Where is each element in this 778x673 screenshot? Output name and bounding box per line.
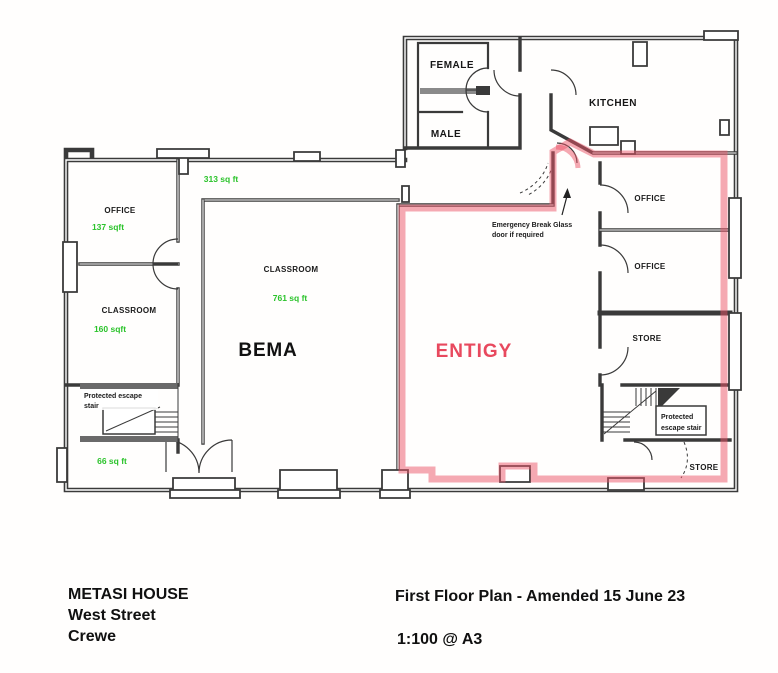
room-label-male: MALE bbox=[431, 129, 461, 140]
stair-right-treads bbox=[602, 388, 657, 435]
stair-left-label-line1: Protected escape bbox=[84, 393, 142, 400]
stair-left-label-line2: stair bbox=[84, 403, 99, 410]
stair-left-direction-line bbox=[105, 406, 161, 432]
door-arcs bbox=[152, 67, 653, 474]
stair-left-label-bg bbox=[82, 389, 158, 410]
room-label-kitchen: KITCHEN bbox=[589, 98, 637, 109]
room-label-store-right: STORE bbox=[633, 334, 662, 343]
stair-right-label-line2: escape stair bbox=[661, 425, 702, 432]
room-label-classroom-main: CLASSROOM bbox=[264, 265, 319, 274]
room-label-office-right-upper: OFFICE bbox=[634, 194, 665, 203]
title-drawing-title: First Floor Plan - Amended 15 June 23 bbox=[395, 588, 685, 605]
room-label-store-bottom-right: STORE bbox=[690, 463, 719, 472]
toilet-partition-walls bbox=[416, 41, 490, 150]
title-building-name: METASI HOUSE bbox=[68, 586, 189, 603]
area-label-classroom-left: 160 sqft bbox=[94, 324, 126, 334]
emergency-door-arrow bbox=[561, 188, 571, 216]
room-label-office-right-lower: OFFICE bbox=[634, 262, 665, 271]
title-block: METASI HOUSE West Street Crewe First Flo… bbox=[68, 586, 685, 648]
emergency-door-note-line2: door if required bbox=[492, 232, 544, 239]
room-label-classroom-left: CLASSROOM bbox=[102, 306, 157, 315]
area-label-office-left: 137 sqft bbox=[92, 222, 124, 232]
title-scale: 1:100 @ A3 bbox=[397, 631, 482, 648]
area-label-corridor: 313 sq ft bbox=[204, 174, 239, 184]
arrow-shaft bbox=[561, 195, 568, 216]
room-label-female: FEMALE bbox=[430, 60, 474, 71]
stair-right-label-box bbox=[655, 405, 707, 436]
stair-left: Protected escape stair bbox=[80, 383, 179, 442]
title-address-line3: Crewe bbox=[68, 628, 116, 645]
stair-right: Protected escape stair bbox=[602, 388, 707, 436]
door-swings bbox=[152, 67, 688, 479]
emergency-door-note-line1: Emergency Break Glass bbox=[492, 222, 572, 229]
room-label-bema: BEMA bbox=[238, 340, 297, 361]
entigy-door-highlight bbox=[555, 144, 581, 169]
arrow-head bbox=[563, 188, 571, 198]
stair-left-bottom-band bbox=[80, 436, 178, 442]
room-label-office-left: OFFICE bbox=[104, 206, 135, 215]
title-address-line2: West Street bbox=[68, 607, 156, 624]
area-label-classroom-main: 761 sq ft bbox=[273, 293, 308, 303]
dashed-door-swings bbox=[519, 162, 688, 479]
stair-right-solid-wedge bbox=[658, 388, 680, 410]
area-label-entrance-lobby: 66 sq ft bbox=[97, 456, 127, 466]
entigy-highlight bbox=[398, 138, 728, 483]
stair-right-label-line1: Protected bbox=[661, 414, 693, 421]
room-label-entigy: ENTIGY bbox=[436, 341, 513, 362]
toilet-cubicle-hatched-wall bbox=[420, 88, 488, 94]
stair-left-top-band bbox=[80, 383, 178, 389]
stair-left-treads bbox=[155, 383, 179, 442]
